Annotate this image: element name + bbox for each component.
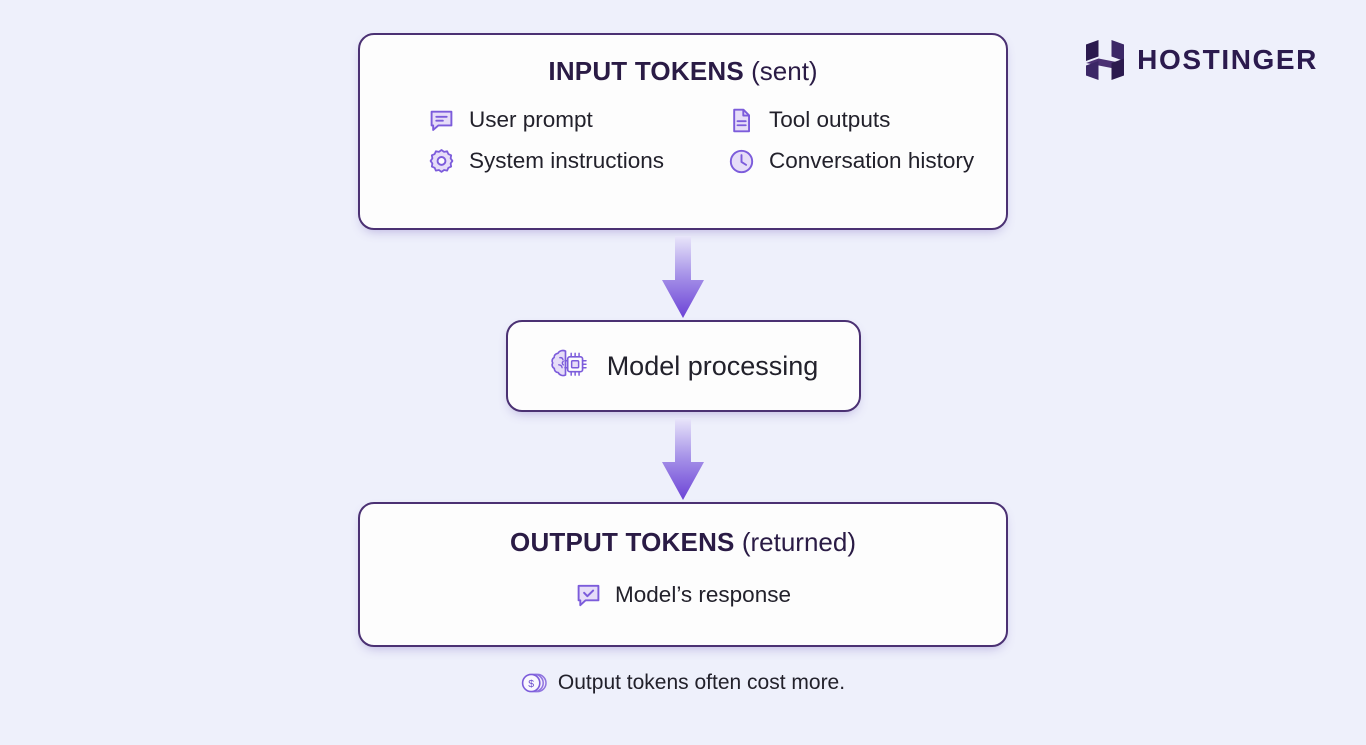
coins-dollar-icon: $ xyxy=(521,673,547,693)
list-item-system-instructions: System instructions xyxy=(428,148,728,175)
list-item-tool-outputs: Tool outputs xyxy=(728,107,974,134)
input-tokens-title: INPUT TOKENS (sent) xyxy=(400,57,966,86)
footnote: $ Output tokens often cost more. xyxy=(521,670,845,696)
list-item-label: Tool outputs xyxy=(769,107,891,133)
brain-chip-icon xyxy=(550,349,587,377)
list-item-label: System instructions xyxy=(469,148,665,174)
clock-icon xyxy=(729,149,754,173)
model-processing-label: Model processing xyxy=(606,350,819,381)
input-tokens-items: User prompt Tool outputs System instruct… xyxy=(400,107,974,175)
hostinger-h-logo-icon xyxy=(1086,40,1125,80)
document-file-icon xyxy=(733,108,750,132)
list-item-model-response: Model’s response xyxy=(575,582,791,609)
list-item-label: User prompt xyxy=(469,107,593,133)
node-output-tokens: OUTPUT TOKENS (returned) Model’s respons… xyxy=(358,502,1008,647)
message-bubble-icon xyxy=(430,110,453,131)
list-item-label: Model’s response xyxy=(615,582,791,608)
node-model-processing: Model processing xyxy=(505,320,861,412)
list-item-conversation-history: Conversation history xyxy=(728,148,974,175)
brand-name: HOSTINGER xyxy=(1137,44,1318,75)
output-tokens-title-light: (returned) xyxy=(741,527,856,557)
footnote-text: Output tokens often cost more. xyxy=(557,671,846,694)
list-item-label: Conversation history xyxy=(769,148,975,174)
arrow-input-to-model xyxy=(662,236,704,318)
output-tokens-title: OUTPUT TOKENS (returned) xyxy=(510,528,856,557)
input-tokens-title-strong: INPUT TOKENS xyxy=(548,56,744,86)
arrow-model-to-output xyxy=(662,418,704,500)
input-tokens-title-light: (sent) xyxy=(751,56,818,86)
message-check-icon xyxy=(577,584,600,606)
node-input-tokens: INPUT TOKENS (sent) User prompt Tool xyxy=(358,33,1008,230)
brand-logo: HOSTINGER xyxy=(1086,40,1318,80)
output-tokens-title-strong: OUTPUT TOKENS xyxy=(510,527,735,557)
gear-settings-icon xyxy=(429,148,454,173)
list-item-user-prompt: User prompt xyxy=(428,107,728,134)
svg-text:$: $ xyxy=(528,678,534,690)
